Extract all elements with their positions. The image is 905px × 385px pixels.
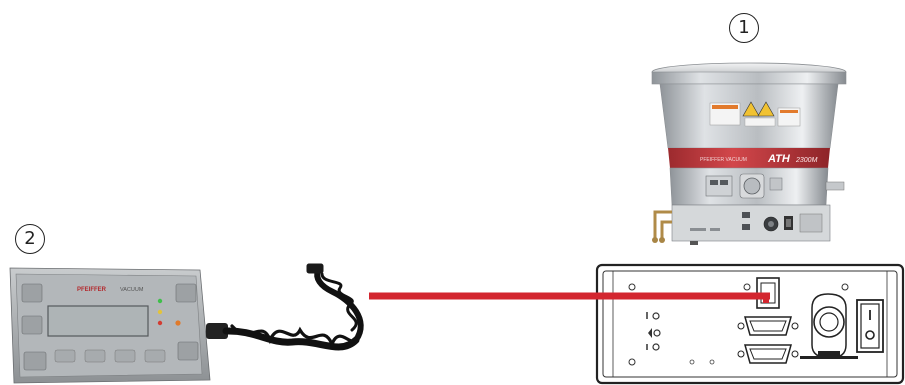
power-switch (857, 300, 883, 352)
controller-display (48, 306, 148, 336)
pump-connection-panel (597, 265, 903, 383)
controller-key (115, 350, 135, 362)
turbo-pump-image: PFEIFFER VACUUM ATH 2300M (652, 63, 846, 245)
controller-logo-text: VACUUM (120, 287, 144, 293)
controller-button (22, 284, 42, 302)
controller-brand-text: PFEIFFER (77, 287, 107, 293)
control-unit-image: PFEIFFER VACUUM (10, 268, 228, 383)
led-indicator (158, 310, 162, 314)
controller-key (85, 350, 105, 362)
pump-brand-text: PFEIFFER VACUUM (700, 157, 747, 163)
led-indicator (158, 321, 162, 325)
pump-model-text: 2300M (795, 157, 818, 164)
led-indicator (175, 320, 180, 325)
controller-button (178, 342, 198, 360)
controller-button (24, 352, 46, 370)
controller-button (176, 284, 196, 302)
coiled-cable (226, 264, 361, 347)
controller-key (55, 350, 75, 362)
controller-button (22, 316, 42, 334)
led-indicator (158, 299, 162, 303)
pump-name-text: ATH (767, 153, 791, 165)
controller-key (145, 350, 165, 362)
